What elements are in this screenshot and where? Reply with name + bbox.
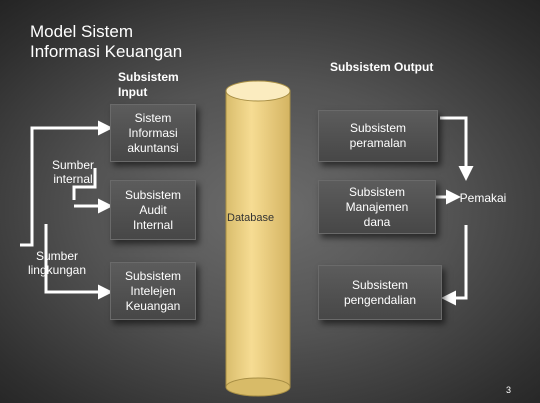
- output-box-subsistem-pengendalian: Subsistem pengendalian: [318, 265, 442, 320]
- output-box-subsistem-peramalan: Subsistem peramalan: [318, 110, 438, 162]
- input-subsystem-heading: Subsistem Input: [118, 70, 179, 99]
- internal-to-audit-connector: [72, 168, 97, 200]
- slide-title: Model Sistem Informasi Keuangan: [30, 22, 183, 61]
- user-label: Pemakai: [459, 191, 507, 205]
- database-label: Database: [227, 212, 275, 224]
- user-to-pengendalian-arrow: [441, 225, 468, 306]
- source-environment-label: Sumber lingkungan: [27, 249, 87, 277]
- database-cylinder-bottom: [225, 377, 291, 397]
- database-cylinder-top: [225, 80, 291, 102]
- peramalan-to-user-arrow: [440, 116, 474, 181]
- input-box-subsistem-intelejen-keuangan: Subsistem Intelejen Keuangan: [110, 262, 196, 320]
- output-arrows: [436, 116, 474, 306]
- database-cylinder: [225, 80, 291, 397]
- page-number: 3: [506, 385, 512, 395]
- source-internal-label: Sumber internal: [51, 158, 95, 186]
- input-arrows: [32, 120, 113, 300]
- input-box-sistem-informasi-akuntansi: Sistem Informasi akuntansi: [110, 104, 196, 162]
- output-box-subsistem-manajemen-dana: Subsistem Manajemen dana: [318, 180, 436, 234]
- database-cylinder-body: [225, 90, 291, 388]
- input-box-subsistem-audit-internal: Subsistem Audit Internal: [110, 180, 196, 240]
- output-subsystem-heading: Subsistem Output: [330, 60, 434, 74]
